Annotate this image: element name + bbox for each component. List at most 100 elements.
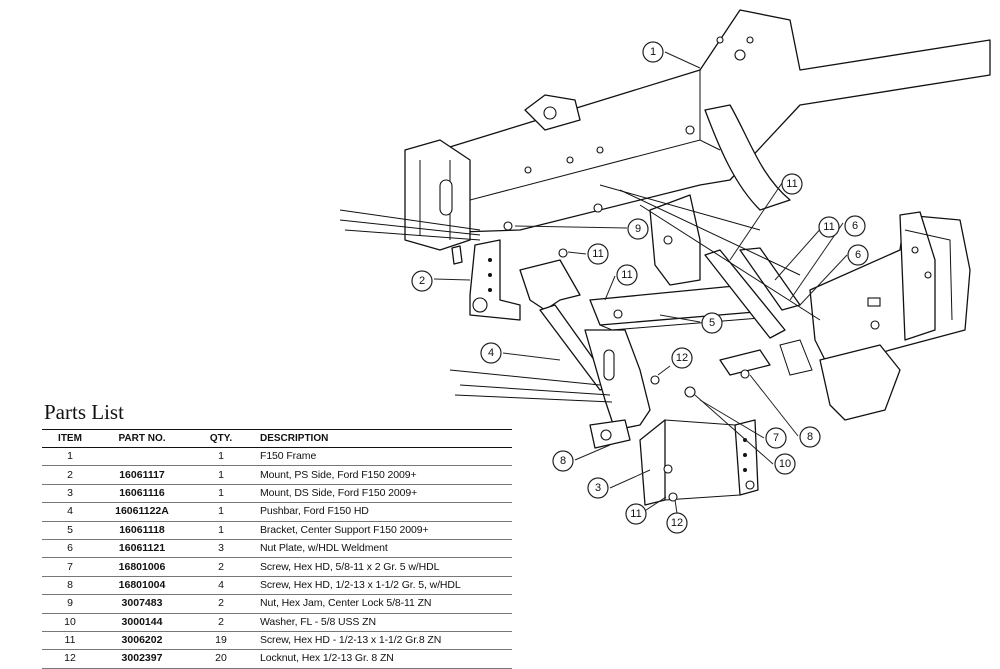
cell-description: Nut, Hex Jam, Center Lock 5/8-11 ZN [256,594,512,614]
svg-text:11: 11 [592,248,603,260]
callout-1: 1 [642,41,664,63]
cell-description: Pushbar, Ford F150 HD [256,502,512,522]
callout-6b: 6 [847,244,869,266]
callout-12a: 12 [671,347,693,369]
cell-description: Screw, Hex HD, 5/8-11 x 2 Gr. 5 w/HDL [256,557,512,577]
cell-part-no: 16061121 [98,539,186,559]
cell-description: Nut Plate, w/HDL Weldment [256,539,512,559]
callout-4: 4 [480,342,502,364]
svg-text:9: 9 [635,223,641,235]
cell-qty: 4 [186,576,256,596]
cell-part-no: 3006202 [98,631,186,651]
ps-side-mount [451,239,521,321]
cell-description: Screw, Hex HD - 1/2-13 x 1-1/2 Gr.8 ZN [256,631,512,651]
svg-text:4: 4 [488,347,494,359]
cell-item: 3 [42,484,98,504]
cell-part-no [98,447,186,467]
callout-11c: 11 [818,216,840,238]
callout-11e: 11 [625,503,647,525]
svg-text:5: 5 [709,317,715,329]
cell-qty: 2 [186,594,256,614]
callout-2: 2 [411,270,433,292]
svg-text:2: 2 [419,275,425,287]
cell-item: 5 [42,521,98,540]
pushbar [519,259,651,449]
svg-text:1: 1 [650,46,656,58]
cell-qty: 2 [186,613,256,632]
cell-item: 9 [42,594,98,614]
callout-3: 3 [587,477,609,499]
cell-part-no: 16801006 [98,557,186,577]
ds-side-mount [639,419,759,506]
header-item: ITEM [42,429,98,448]
cell-part-no: 16061117 [98,465,186,485]
callout-5: 5 [701,312,723,334]
cell-item: 1 [42,447,98,467]
cell-item: 10 [42,613,98,632]
cell-description: Mount, DS Side, Ford F150 2009+ [256,484,512,504]
svg-text:11: 11 [786,178,797,190]
callout-8a: 8 [552,450,574,472]
header-qty: QTY. [186,429,256,448]
frame-rail [404,9,991,251]
cell-part-no: 16061122A [98,502,186,522]
alignment-lines [339,184,821,403]
svg-text:11: 11 [621,269,632,281]
cell-item: 8 [42,576,98,596]
svg-text:8: 8 [560,455,566,467]
cell-item: 11 [42,631,98,651]
cell-item: 12 [42,649,98,669]
parts-table-header: ITEM PART NO. QTY. DESCRIPTION [42,429,512,448]
callout-11b: 11 [781,173,803,195]
callout-12b: 12 [666,512,688,534]
svg-text:3: 3 [595,482,601,494]
callout-8b: 8 [799,426,821,448]
cell-item: 2 [42,465,98,485]
cell-qty: 1 [186,521,256,540]
cell-part-no: 16061116 [98,484,186,504]
cell-qty: 1 [186,465,256,485]
callout-10: 10 [774,453,796,475]
callout-11d: 11 [616,264,638,286]
svg-text:12: 12 [671,517,683,529]
cell-part-no: 16801004 [98,576,186,596]
cell-qty: 19 [186,631,256,651]
callout-6a: 6 [844,215,866,237]
svg-text:6: 6 [855,249,861,261]
cell-description: Mount, PS Side, Ford F150 2009+ [256,465,512,485]
svg-text:12: 12 [676,352,688,364]
callouts: 1 2 3 4 5 6 6 7 8 8 9 10 11 11 11 11 11 … [411,41,869,534]
cell-description: Bracket, Center Support F150 2009+ [256,521,512,540]
center-bracket [589,194,761,331]
svg-text:6: 6 [852,220,858,232]
hardware [503,203,801,502]
parts-list-title: Parts List [44,400,124,424]
svg-text:10: 10 [779,458,791,470]
cell-part-no: 3007483 [98,594,186,614]
cell-description: Locknut, Hex 1/2-13 Gr. 8 ZN [256,649,512,669]
svg-text:11: 11 [630,508,641,520]
cell-description: Washer, FL - 5/8 USS ZN [256,613,512,632]
callout-9: 9 [627,218,649,240]
callout-7: 7 [765,427,787,449]
cell-part-no: 3002397 [98,649,186,669]
cell-qty: 20 [186,649,256,669]
cell-qty: 1 [186,502,256,522]
svg-text:8: 8 [807,431,813,443]
parts-list: Parts List ITEM PART NO. QTY. DESCRIPTIO… [42,400,512,669]
cell-qty: 3 [186,539,256,559]
callout-11a: 11 [587,243,609,265]
header-part-no: PART NO. [98,429,186,448]
svg-text:7: 7 [773,432,779,444]
